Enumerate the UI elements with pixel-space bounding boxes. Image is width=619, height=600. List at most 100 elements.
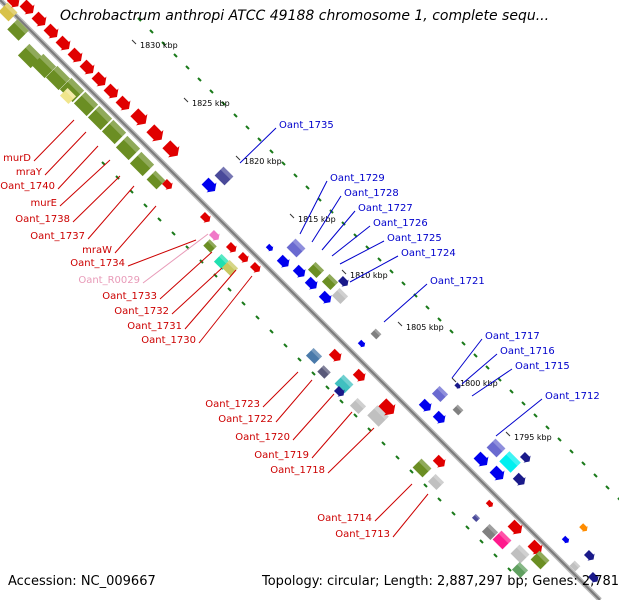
gene-label[interactable]: Oant_1737 (30, 231, 85, 242)
gene-label[interactable]: murE (30, 198, 57, 209)
gene-label[interactable]: Oant_1725 (387, 233, 442, 244)
gene-arrow[interactable] (304, 276, 321, 293)
gene-block[interactable] (305, 347, 323, 365)
gene-label[interactable]: Oant_1727 (358, 203, 413, 214)
gene-block[interactable] (499, 451, 521, 473)
gene-block[interactable] (486, 438, 506, 458)
gene-arrow[interactable] (199, 211, 213, 225)
gene-label[interactable]: mraW (82, 245, 112, 256)
gene-arrow[interactable] (42, 22, 62, 42)
gene-label[interactable]: Oant_1726 (373, 218, 428, 229)
gene-block[interactable] (7, 19, 29, 41)
gene-label[interactable]: Oant_1738 (15, 214, 70, 225)
gene-arrow[interactable] (418, 398, 435, 415)
gene-block[interactable] (530, 550, 550, 570)
gene-label[interactable]: Oant_1730 (141, 335, 196, 346)
gene-arrow[interactable] (237, 251, 251, 265)
gene-label[interactable]: Oant_1729 (330, 173, 385, 184)
gene-block[interactable] (214, 166, 234, 186)
gene-arrow[interactable] (561, 535, 571, 545)
gene-arrow[interactable] (200, 176, 220, 196)
gene-label[interactable]: Oant_1723 (205, 399, 260, 410)
gene-arrow[interactable] (526, 538, 546, 558)
gene-block[interactable] (370, 328, 382, 340)
gene-label[interactable]: Oant_1733 (102, 291, 157, 302)
gene-block[interactable] (129, 151, 155, 177)
gene-arrow[interactable] (276, 254, 293, 271)
gene-block[interactable] (59, 77, 85, 103)
gene-arrow[interactable] (90, 70, 110, 90)
gene-block[interactable] (481, 523, 499, 541)
gene-arrow[interactable] (337, 275, 351, 289)
gene-arrow[interactable] (587, 571, 601, 585)
gene-arrow[interactable] (18, 0, 38, 18)
gene-label[interactable]: Oant_1720 (235, 432, 290, 443)
gene-block[interactable] (59, 87, 77, 105)
gene-arrow[interactable] (208, 229, 222, 243)
gene-label[interactable]: Oant_1719 (254, 450, 309, 461)
gene-arrow[interactable] (432, 454, 449, 471)
gene-label[interactable]: Oant_1731 (127, 321, 182, 332)
gene-label[interactable]: Oant_1722 (218, 414, 273, 425)
gene-block[interactable] (367, 405, 389, 427)
gene-block[interactable] (511, 561, 529, 579)
gene-block[interactable] (45, 65, 71, 91)
gene-arrow[interactable] (328, 348, 345, 365)
gene-label[interactable]: Oant_1712 (545, 391, 600, 402)
gene-arrow[interactable] (114, 94, 134, 114)
gene-arrow[interactable] (519, 451, 533, 465)
gene-arrow[interactable] (377, 397, 400, 420)
gene-arrow[interactable] (54, 34, 74, 54)
gene-block[interactable] (321, 273, 339, 291)
gene-block[interactable] (73, 91, 99, 117)
gene-block[interactable] (203, 239, 217, 253)
gene-block[interactable] (452, 404, 464, 416)
gene-arrow[interactable] (583, 549, 597, 563)
gene-label[interactable]: Oant_1734 (70, 258, 125, 269)
gene-block[interactable] (146, 170, 166, 190)
gene-label[interactable]: Oant_1714 (317, 513, 372, 524)
gene-block[interactable] (31, 53, 57, 79)
gene-arrow[interactable] (265, 243, 275, 253)
gene-block[interactable] (471, 513, 481, 523)
gene-block[interactable] (307, 261, 325, 279)
gene-block[interactable] (510, 544, 530, 564)
gene-label[interactable]: mraY (16, 167, 43, 178)
gene-block[interactable] (331, 287, 349, 305)
gene-block[interactable] (87, 105, 113, 131)
gene-arrow[interactable] (225, 241, 239, 255)
gene-arrow[interactable] (488, 464, 508, 484)
gene-arrow[interactable] (292, 264, 309, 281)
gene-block[interactable] (317, 365, 331, 379)
gene-label[interactable]: Oant_1740 (0, 181, 55, 192)
gene-label[interactable]: murD (3, 153, 31, 164)
gene-label[interactable]: Oant_1724 (401, 248, 456, 259)
gene-label[interactable]: Oant_1715 (515, 361, 570, 372)
gene-arrow[interactable] (472, 450, 492, 470)
gene-block[interactable] (431, 385, 449, 403)
gene-arrow[interactable] (357, 339, 367, 349)
gene-arrow[interactable] (78, 58, 98, 78)
gene-label[interactable]: Oant_1732 (114, 306, 169, 317)
gene-label[interactable]: Oant_1721 (430, 276, 485, 287)
gene-label[interactable]: Oant_1728 (344, 188, 399, 199)
gene-block[interactable] (115, 135, 141, 161)
gene-arrow[interactable] (333, 385, 347, 399)
gene-arrow[interactable] (506, 518, 526, 538)
gene-arrow[interactable] (318, 290, 335, 307)
gene-arrow[interactable] (145, 123, 168, 146)
gene-block[interactable] (0, 2, 18, 22)
gene-block[interactable] (349, 397, 367, 415)
gene-arrow[interactable] (512, 472, 529, 489)
gene-label[interactable]: Oant_1718 (270, 465, 325, 476)
gene-arrow[interactable] (129, 107, 152, 130)
gene-block[interactable] (334, 374, 354, 394)
gene-block[interactable] (286, 238, 306, 258)
gene-block[interactable] (412, 458, 432, 478)
gene-block[interactable] (101, 119, 127, 145)
gene-arrow[interactable] (161, 139, 184, 162)
gene-block[interactable] (492, 530, 512, 550)
gene-label[interactable]: Oant_1735 (279, 120, 334, 131)
gene-label[interactable]: Oant_1716 (500, 346, 555, 357)
gene-label[interactable]: Oant_1717 (485, 331, 540, 342)
